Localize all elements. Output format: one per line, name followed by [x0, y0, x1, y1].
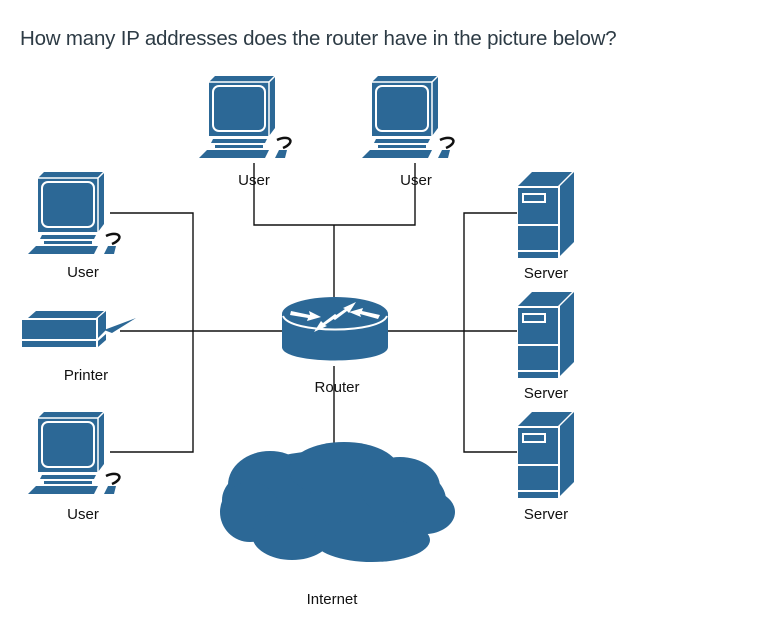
router-label: Router [314, 379, 359, 396]
user-top-right-label: User [400, 172, 432, 189]
wire-left-users [110, 212, 194, 453]
user-top-right-computer[interactable] [360, 74, 455, 160]
user-left-top-computer[interactable] [26, 170, 121, 256]
server-1-icon[interactable] [517, 171, 575, 259]
server-2-label: Server [524, 385, 568, 402]
user-left-top-label: User [67, 264, 99, 281]
internet-label: Internet [307, 591, 359, 608]
question-text: How many IP addresses does the router ha… [20, 27, 617, 50]
printer-label: Printer [64, 367, 108, 384]
connection-lines [110, 163, 517, 453]
wire-right-servers [463, 212, 517, 453]
server-2-icon[interactable] [517, 291, 575, 379]
user-top-left-label: User [238, 172, 270, 189]
user-top-left-computer[interactable] [197, 74, 292, 160]
wire-top-users [253, 163, 416, 226]
server-3-label: Server [524, 506, 568, 523]
router-icon[interactable] [282, 297, 388, 361]
printer-icon[interactable] [22, 311, 136, 347]
user-left-bottom-label: User [67, 506, 99, 523]
server-3-icon[interactable] [517, 411, 575, 499]
server-1-label: Server [524, 265, 568, 282]
user-left-bottom-computer[interactable] [26, 410, 121, 496]
cloud-icon[interactable] [220, 442, 455, 562]
